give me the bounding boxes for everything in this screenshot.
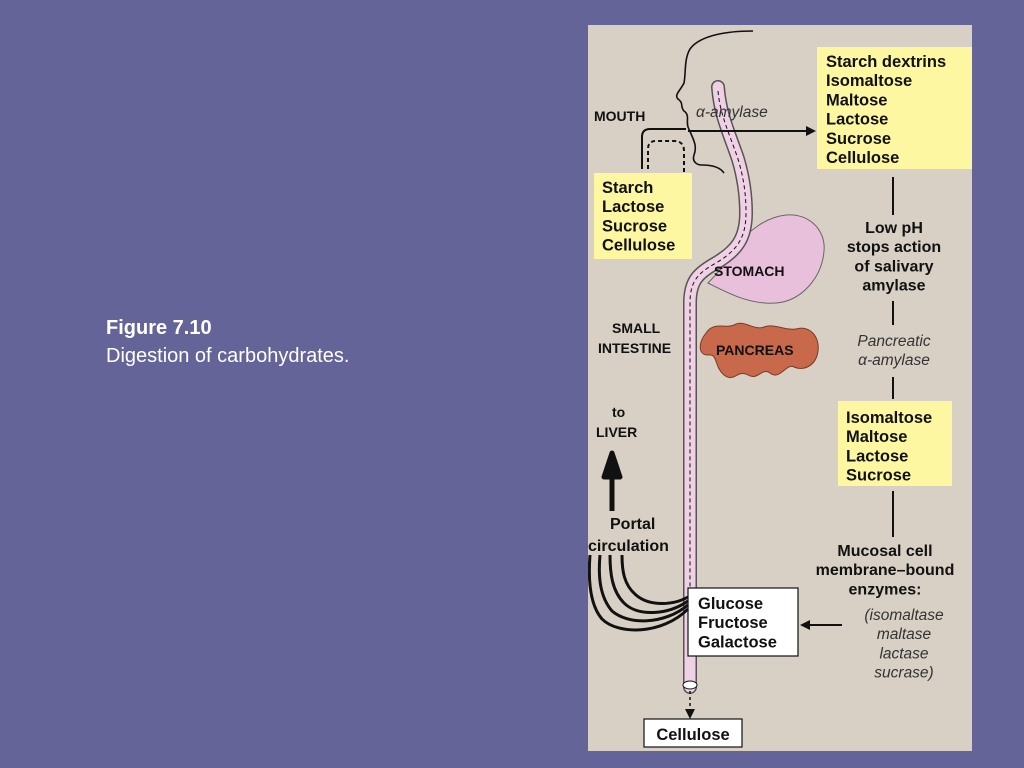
low-ph-step: Low pH stops action of salivary amylase: [847, 220, 941, 295]
small-intestine-label-line-2: INTESTINE: [598, 340, 671, 356]
pancreas-label: PANCREAS: [716, 342, 794, 358]
portal-curve-4: [620, 554, 689, 605]
portal-curve-2: [597, 554, 689, 623]
absorbed-sugar-1: Glucose: [698, 595, 763, 613]
mouth-product-1: Starch dextrins: [826, 53, 946, 71]
pancreatic-product-1: Isomaltose: [846, 409, 932, 427]
oral-dashed-path: [647, 140, 685, 255]
pancreatic-amylase-step: Pancreatic α-amylase: [857, 333, 930, 369]
figure-description: Digestion of carbohydrates.: [106, 345, 350, 367]
mouth-product-2: Isomaltose: [826, 72, 912, 90]
low-ph-line-3: of salivary: [854, 258, 933, 275]
portal-curve-3: [588, 554, 690, 632]
oral-entry-line: [641, 128, 686, 169]
pancreatic-products-box: [838, 401, 952, 486]
mouth-products-box: [817, 47, 972, 169]
mouth-product-6: Cellulose: [826, 149, 899, 167]
figure-title: Figure 7.10: [106, 317, 212, 339]
stomach-shape: [707, 214, 825, 304]
pancreas-shape: [699, 322, 819, 379]
digestive-tract-center-line: [689, 90, 747, 625]
mouth-product-3: Maltose: [826, 91, 887, 109]
absorbed-sugar-2: Fructose: [698, 614, 768, 632]
absorbed-sugars-box: [687, 587, 799, 657]
mucosal-line-1: Mucosal cell: [837, 543, 932, 560]
mucosal-enzymes-step: Mucosal cell membrane–bound enzymes:: [816, 543, 955, 598]
portal-label-line-2: circulation: [588, 538, 669, 555]
enzyme-line-2: maltase: [877, 626, 932, 643]
portal-label-line-1: Portal: [610, 516, 655, 533]
ingested-item-3: Sucrose: [602, 217, 667, 235]
small-intestine-label-line-1: SMALL: [612, 320, 661, 336]
mucosal-line-3: enzymes:: [849, 581, 922, 598]
low-ph-line-4: amylase: [862, 278, 925, 295]
stomach-label: STOMACH: [714, 263, 785, 279]
to-liver-label-line-2: LIVER: [596, 424, 637, 440]
mouth-products-list: Starch dextrinsIsomaltoseMaltoseLactoseS…: [826, 53, 946, 167]
portal-curve-1: [608, 554, 689, 615]
tract-end-opening: [682, 680, 698, 690]
mouth-label: MOUTH: [594, 108, 645, 124]
low-ph-line-1: Low pH: [865, 220, 923, 237]
pancreatic-product-3: Lactose: [846, 447, 908, 465]
mucosal-line-2: membrane–bound: [816, 562, 955, 579]
absorbed-sugar-3: Galactose: [698, 633, 777, 651]
excreted-cellulose-label: Cellulose: [656, 726, 729, 744]
head-profile-outline: [675, 30, 754, 174]
low-ph-line-2: stops action: [847, 239, 941, 256]
pancreatic-amylase-line-1: Pancreatic: [857, 333, 930, 350]
excreted-cellulose-box: [643, 718, 743, 748]
carbohydrate-digestion-diagram: MOUTH α-amylase Starch dextrinsIsomaltos…: [588, 25, 972, 751]
mouth-product-5: Sucrose: [826, 130, 891, 148]
ingested-carbs-box: [594, 173, 692, 259]
mucosal-enzyme-list: (isomaltase maltase lactase sucrase): [864, 607, 944, 682]
ingested-item-2: Lactose: [602, 198, 664, 216]
figure-caption: Figure 7.10 Digestion of carbohydrates.: [106, 314, 349, 370]
ingested-item-1: Starch: [602, 179, 653, 197]
pancreatic-product-2: Maltose: [846, 428, 907, 446]
ingested-item-4: Cellulose: [602, 237, 675, 255]
to-liver-arrow: [601, 450, 623, 511]
mouth-product-4: Lactose: [826, 111, 888, 129]
pancreatic-product-4: Sucrose: [846, 467, 911, 485]
enzyme-line-1: (isomaltase: [864, 607, 944, 624]
to-liver-label-line-1: to: [612, 404, 625, 420]
pancreatic-amylase-line-2: α-amylase: [858, 352, 930, 369]
enzyme-line-4: sucrase): [874, 665, 933, 682]
enzyme-line-3: lactase: [879, 645, 928, 662]
alpha-amylase-label: α-amylase: [696, 104, 768, 121]
